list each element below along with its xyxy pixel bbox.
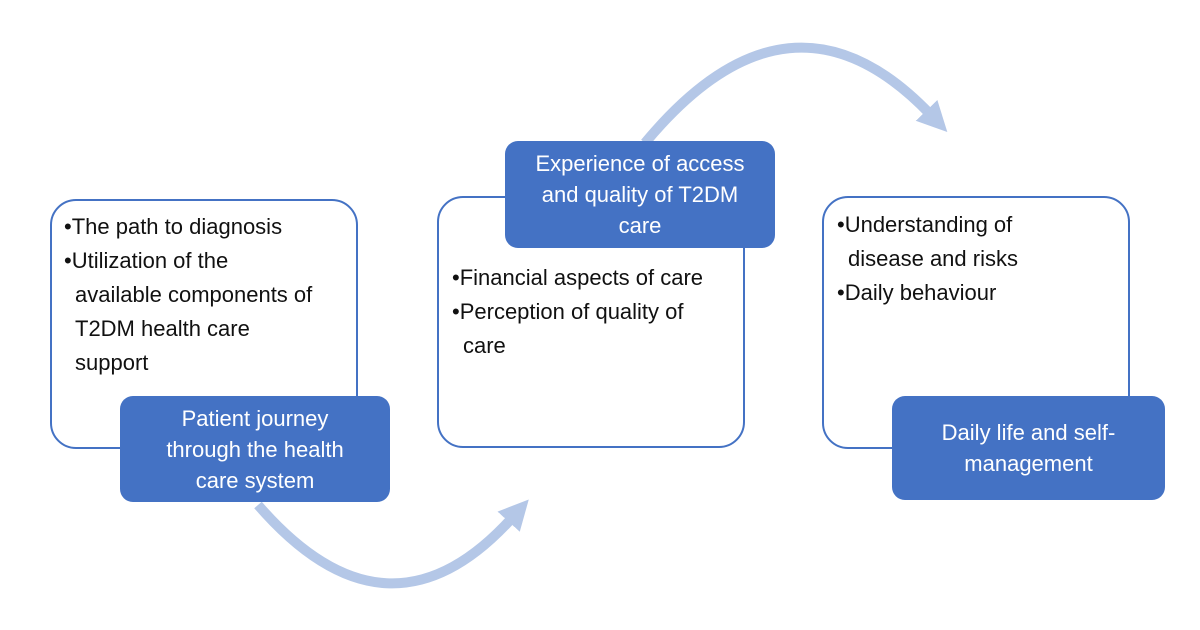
curved-arrow-top-icon: [641, 42, 948, 147]
bullet-list: Understanding of disease and risksDaily …: [837, 208, 1072, 310]
bullet-item: Understanding of disease and risks: [837, 208, 1072, 276]
bullet-item: Perception of quality of care: [452, 295, 714, 363]
bullet-list: Financial aspects of carePerception of q…: [452, 261, 714, 363]
bullet-item: Financial aspects of care: [452, 261, 714, 295]
panel-outline: The path to diagnosisUtilization of the …: [50, 199, 358, 449]
bullet-text: Daily behaviour: [844, 280, 997, 305]
bullet-text: Financial aspects of care: [459, 265, 704, 290]
bullet-item: The path to diagnosis: [64, 210, 316, 244]
bullet-list: The path to diagnosisUtilization of the …: [64, 210, 316, 380]
bullet-text: The path to diagnosis: [71, 214, 283, 239]
bullet-text: Understanding of disease and risks: [844, 212, 1018, 271]
panel-label: Daily life and self-management: [892, 396, 1165, 500]
bullet-item: Daily behaviour: [837, 276, 1072, 310]
panel-label: Patient journey through the health care …: [120, 396, 390, 502]
panel-label: Experience of access and quality of T2DM…: [505, 141, 775, 248]
bullet-text: Perception of quality of care: [459, 299, 684, 358]
curved-arrow-bottom-icon: [254, 499, 529, 589]
bullet-text: Utilization of the available components …: [71, 248, 313, 375]
bullet-item: Utilization of the available components …: [64, 244, 316, 380]
